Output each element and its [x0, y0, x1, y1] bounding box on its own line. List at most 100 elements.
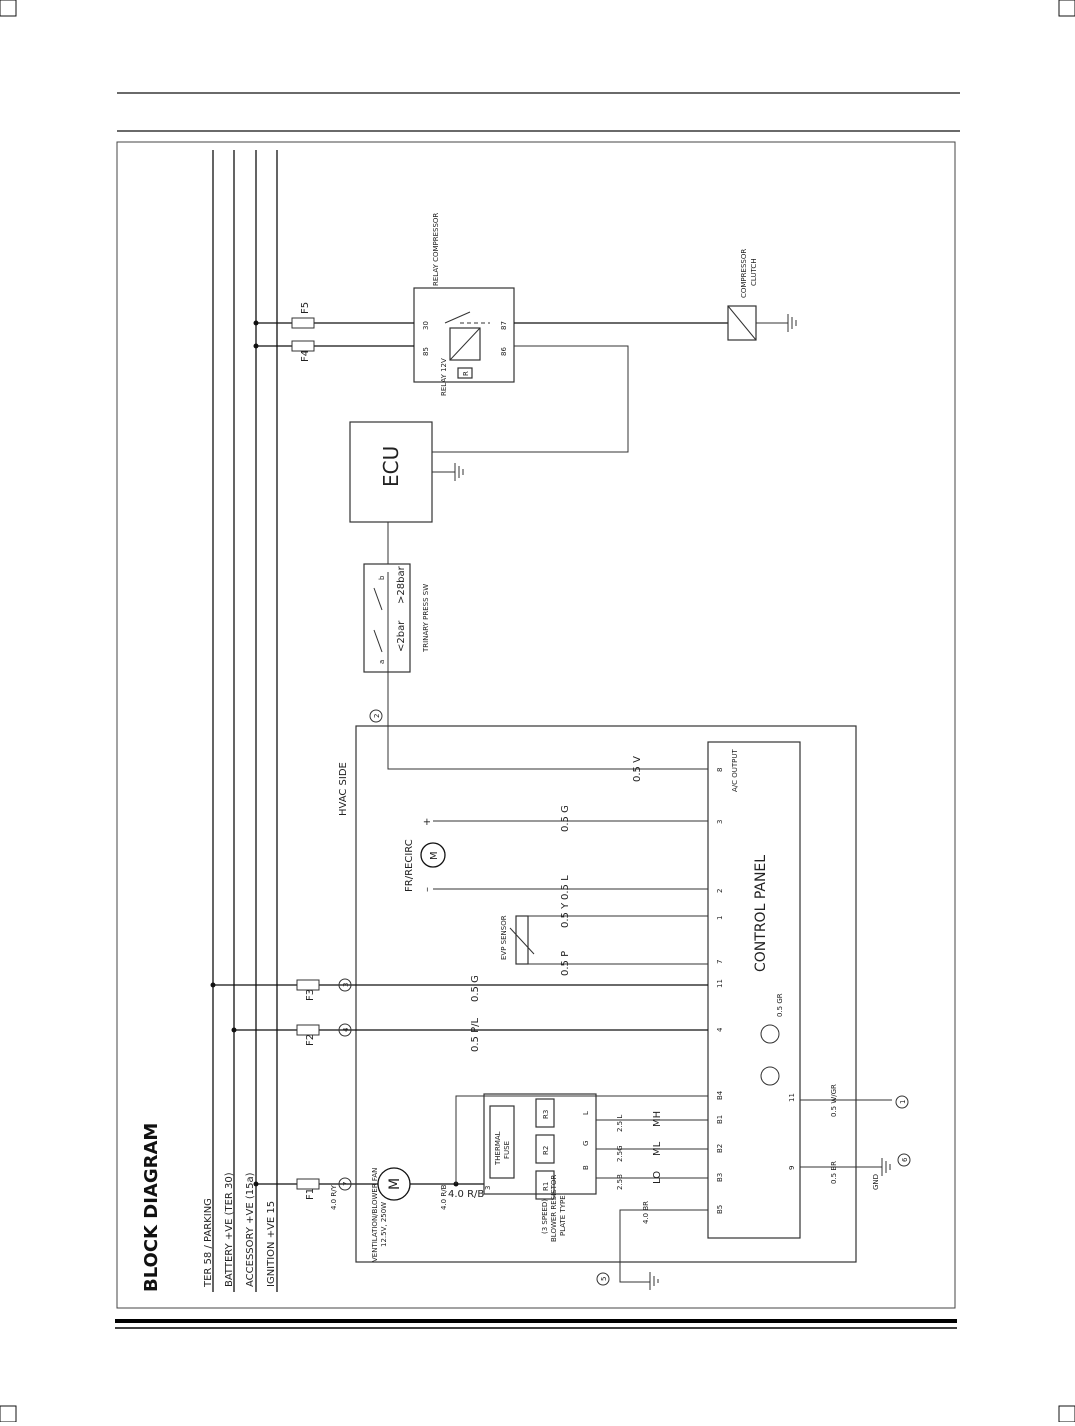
ground-symbol-gnd — [881, 1158, 891, 1176]
wire-label-11: 0.5 G — [470, 975, 481, 1002]
relay-pin-87: 87 — [500, 321, 508, 330]
connector-3-label: 3 — [342, 983, 350, 987]
control-panel-title: CONTROL PANEL — [753, 855, 769, 972]
trinary-switch — [363, 563, 411, 673]
fuse-f3-label: F3 — [305, 989, 316, 1001]
wire-label-25b: 2.5B — [616, 1174, 624, 1190]
fuse-f4-label: F4 — [300, 350, 311, 362]
res-label-2: BLOWER RESISTOR — [550, 1175, 558, 1242]
wire-label-rb-small: 4.0 R/B — [440, 1184, 448, 1210]
fr-recirc-plus: + — [422, 818, 433, 826]
rail-label-accessory: ACCESSORY +VE (15a) — [245, 1172, 256, 1287]
connector-1 — [895, 1095, 909, 1109]
relay-name: RELAY 12V — [440, 358, 448, 396]
relay-pin-85: 85 — [422, 347, 430, 356]
relay-pin-86: 86 — [500, 347, 508, 356]
clutch-label-2: CLUTCH — [750, 258, 758, 286]
res-label-3: (3 SPEED) — [541, 1199, 549, 1234]
relay-resistor — [457, 367, 473, 379]
wire-label-4: 0.5 P/L — [470, 1018, 481, 1052]
connector-1-label: 1 — [899, 1100, 907, 1104]
speed-label-mh: MH — [652, 1111, 663, 1127]
fuse-f5-label: F5 — [300, 302, 311, 314]
speed-label-ml: ML — [652, 1141, 663, 1156]
pin-9: 9 — [788, 1166, 796, 1170]
plate-resistor-box — [483, 1093, 597, 1195]
evp-sensor-label: EVP SENSOR — [500, 915, 508, 960]
pin-11b: 11 — [788, 1093, 796, 1102]
wire-label-rb: 4.0 R/B — [448, 1189, 484, 1200]
ground-symbol-ecu — [454, 463, 464, 481]
fuse-f2 — [296, 1024, 320, 1036]
ecu-label: ECU — [379, 446, 403, 487]
trinary-lo: <2bar — [396, 620, 407, 652]
fuse-f3 — [296, 979, 320, 991]
relay — [413, 287, 515, 383]
fr-recirc-label: FR/RECIRC — [404, 839, 415, 892]
wire-label-b5: 4.0 BR — [642, 1201, 650, 1224]
connector-3 — [338, 978, 352, 992]
rail-label-battery: BATTERY +VE (TER 30) — [224, 1172, 235, 1287]
fuse-f2-label: F2 — [305, 1034, 316, 1046]
pin-7: 7 — [716, 960, 724, 964]
thermal-fuse-label-1: THERMAL — [494, 1131, 502, 1166]
wire-label-7: 0.5 P — [560, 951, 571, 976]
fuse-f4 — [291, 340, 315, 352]
trinary-hi: >28bar — [396, 565, 407, 604]
connector-5-label: 5 — [600, 1277, 608, 1281]
hvac-side-box — [355, 725, 857, 1263]
connector-2-label: 2 — [373, 714, 381, 718]
fuse-f5 — [291, 317, 315, 329]
diagram-frame — [116, 141, 956, 1309]
pin-8: 8 — [716, 768, 724, 772]
rail-label-ignition: IGNITION +VE 15 — [266, 1201, 277, 1287]
fuse-f1 — [296, 1178, 320, 1190]
fan-label-1: 12.5V, 250W — [380, 1202, 388, 1247]
gr-loop-symbol-1 — [760, 1066, 780, 1086]
blower-fan-motor-m: M — [387, 1178, 403, 1190]
diagram-title: BLOCK DIAGRAM — [141, 1123, 162, 1292]
pin-b3: B3 — [716, 1173, 724, 1182]
diagram-rotated: BLOCK DIAGRAM TER 58 / PARKING BATTERY +… — [141, 150, 911, 1292]
ground-symbol-b5 — [649, 1272, 659, 1290]
supply-rails: TER 58 / PARKING BATTERY +VE (TER 30) AC… — [203, 150, 278, 1292]
relay-pin-30: 30 — [422, 321, 430, 330]
pin-b5: B5 — [716, 1205, 724, 1214]
wire-label-gr: 0.5 GR — [776, 993, 784, 1017]
connector-4-label: 4 — [342, 1027, 350, 1032]
clutch-label-1: COMPRESSOR — [740, 249, 748, 298]
control-panel-output: A/C OUTPUT — [731, 748, 739, 792]
pin-b1: B1 — [716, 1115, 724, 1124]
control-panel — [707, 741, 801, 1239]
fr-recirc-motor — [420, 842, 446, 868]
wire-label-f1: 4.0 R/Y — [330, 1184, 338, 1210]
trinary-b: b — [378, 575, 386, 580]
wire-label-wgr: 0.5 W/GR — [830, 1084, 838, 1117]
res-tap-l: L — [582, 1111, 590, 1115]
thermal-fuse-label-2: FUSE — [503, 1141, 511, 1159]
gr-loop-symbol-2 — [760, 1024, 780, 1044]
connector-6-label: 6 — [901, 1157, 909, 1162]
ground-symbol-clutch — [787, 314, 797, 332]
pin-2: 2 — [716, 889, 724, 893]
wire-label-3: 0.5 G — [560, 805, 571, 832]
resistor-r1-label: R1 — [542, 1182, 550, 1191]
pin-3: 3 — [716, 820, 724, 824]
res-tap-b: B — [582, 1165, 590, 1170]
pin-4: 4 — [716, 1027, 724, 1032]
res-pin-3: 3 — [484, 1186, 492, 1190]
trinary-a: a — [378, 660, 386, 664]
wire-label-8: 0.5 V — [632, 756, 643, 782]
pin-11a: 11 — [716, 979, 724, 988]
pin-1: 1 — [716, 916, 724, 920]
wire-label-1: 0.5 Y — [560, 902, 571, 928]
connector-7-label: 7 — [342, 1182, 350, 1186]
connector-2 — [369, 709, 383, 723]
relay-resistor-label: R — [462, 371, 470, 376]
res-label-1: PLATE TYPE — [559, 1195, 567, 1236]
relay-comp: RELAY COMPRESSOR — [432, 213, 440, 286]
fr-recirc-minus: – — [422, 887, 433, 892]
junction-dots — [210, 320, 459, 1187]
